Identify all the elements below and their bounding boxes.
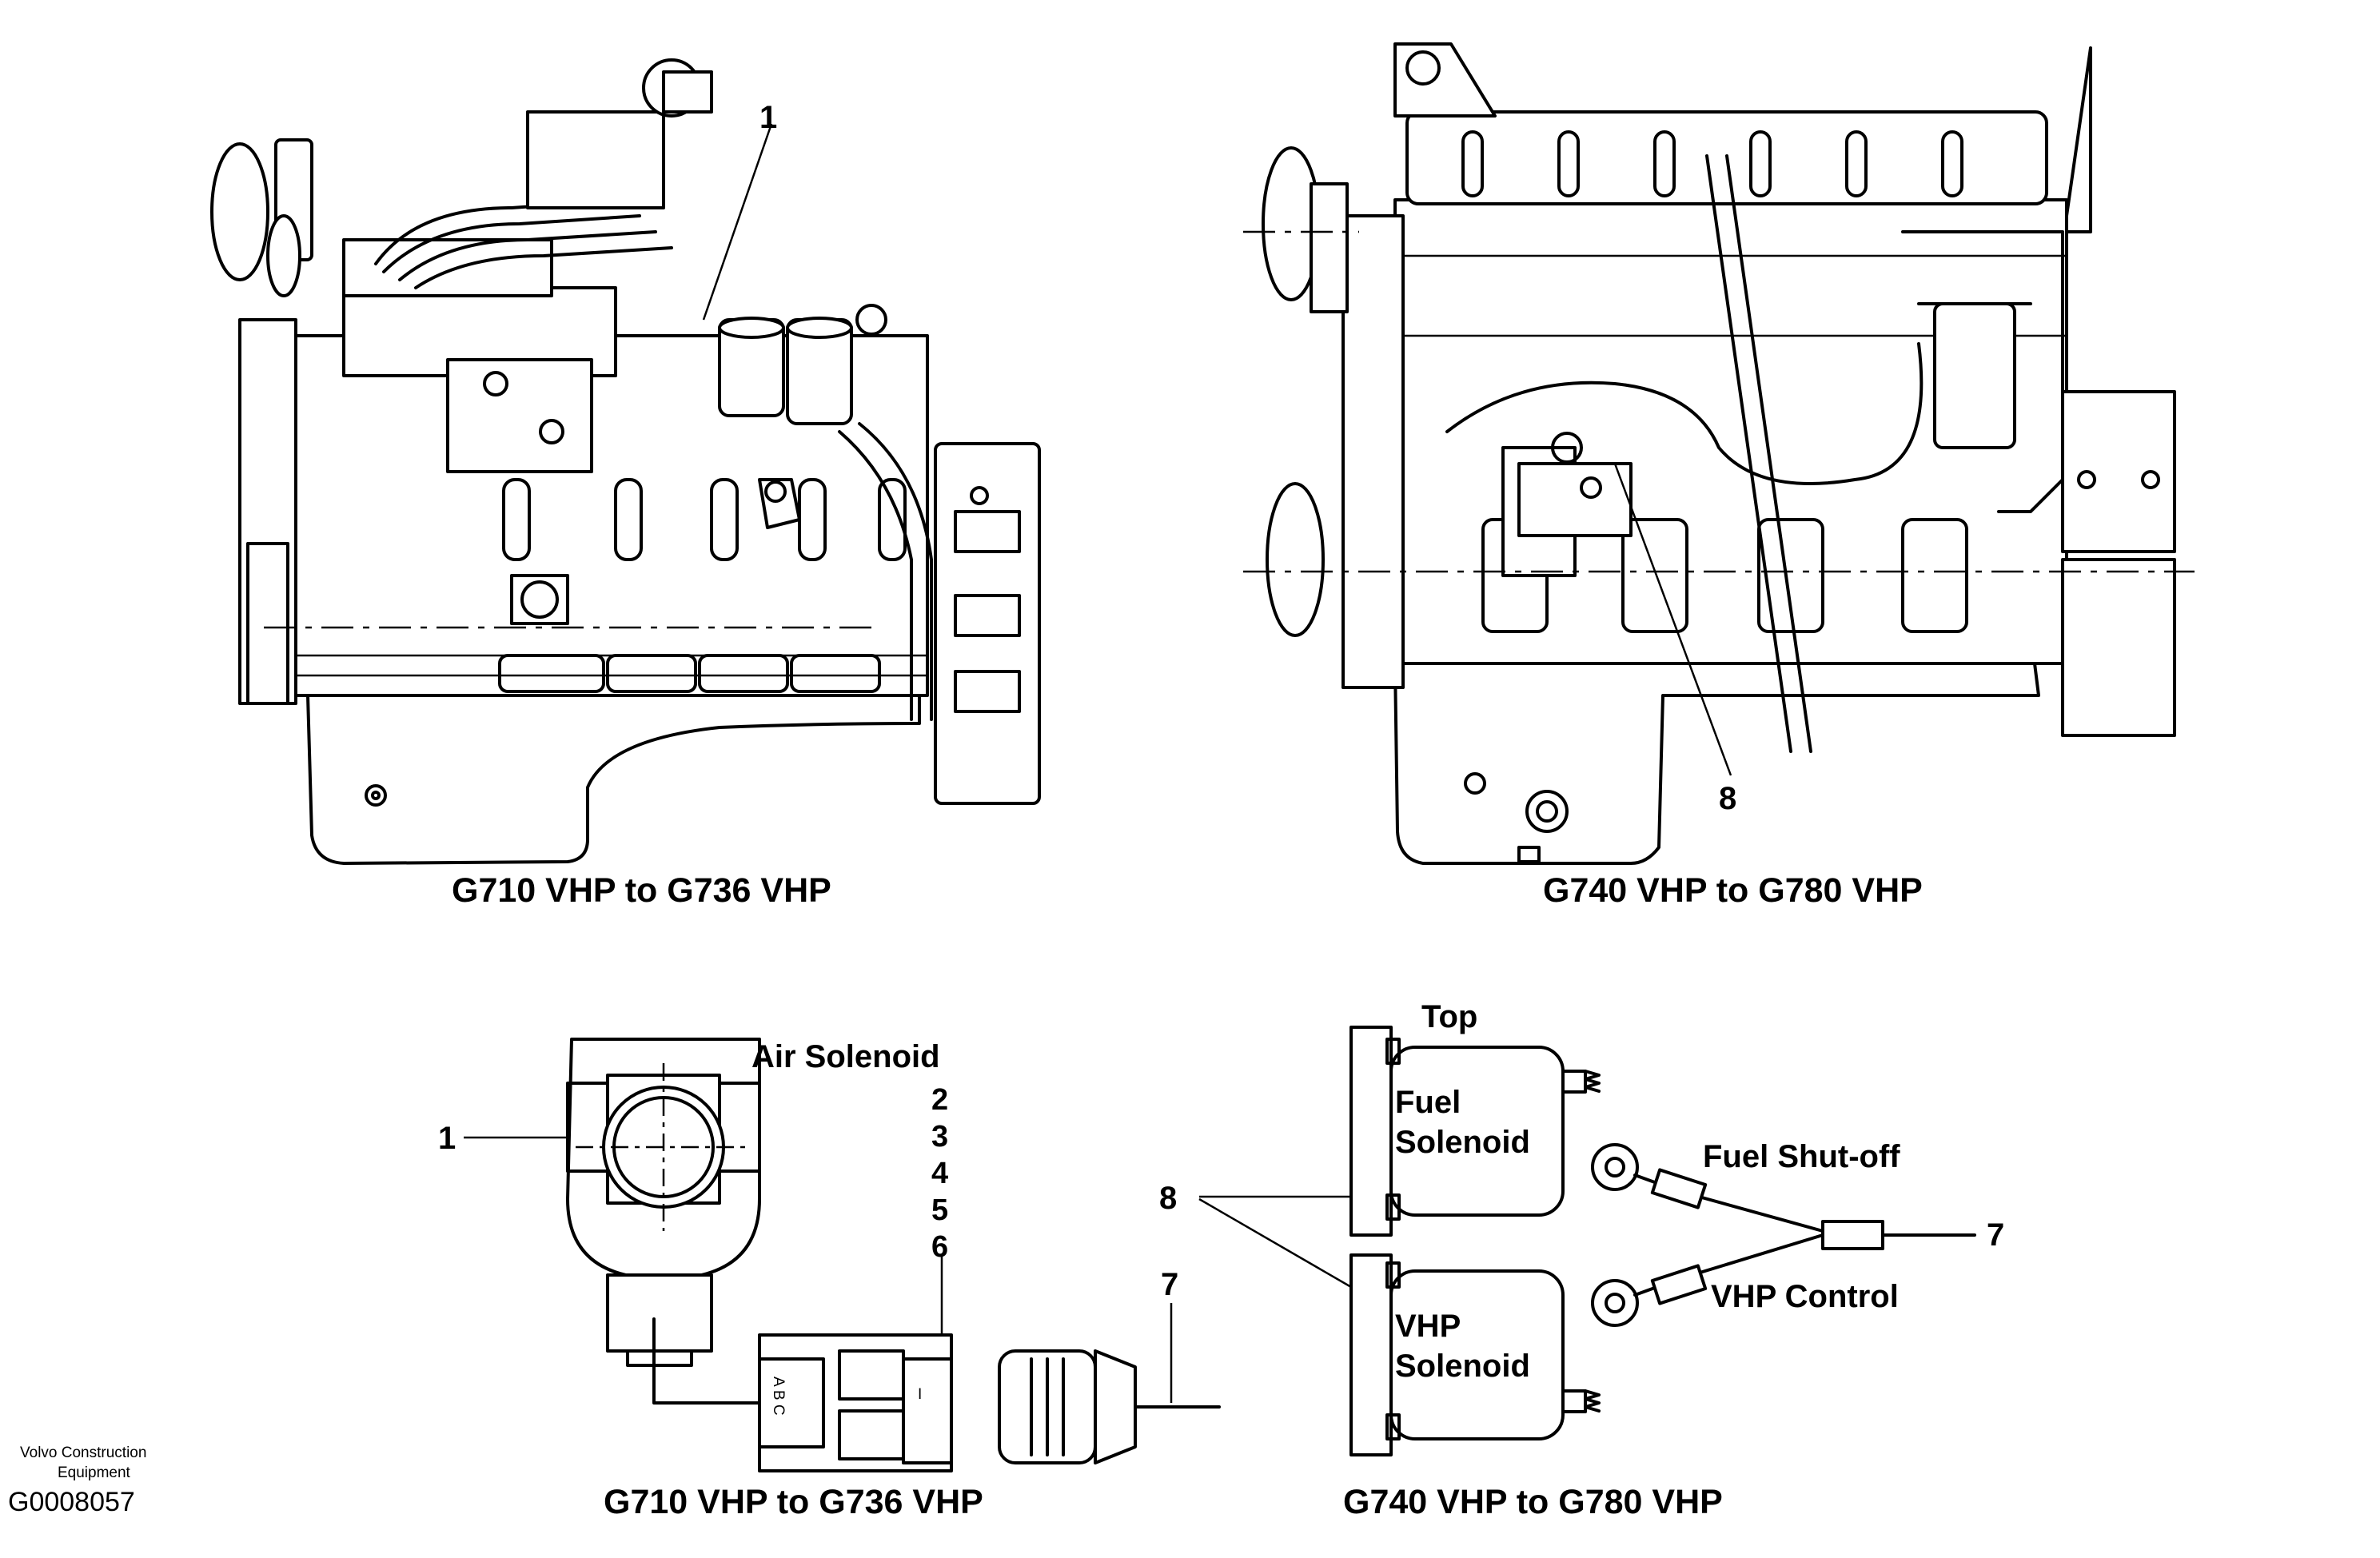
callout-1-bottom: 1: [438, 1121, 456, 1156]
caption-top-right: G740 VHP to G780 VHP: [1543, 871, 1923, 910]
caption-top-left: G710 VHP to G736 VHP: [452, 871, 831, 910]
callout-1-top: 1: [759, 100, 777, 135]
callout-8-top: 8: [1719, 781, 1736, 816]
air-solenoid-detail: A B C I: [464, 1038, 1221, 1472]
callout-7-bottom-left: 7: [1161, 1267, 1178, 1302]
figure-id: G0008057: [8, 1487, 135, 1517]
fuel-solenoid-label-line1: Fuel: [1395, 1085, 1461, 1120]
air-solenoid-on-engine: [718, 317, 853, 425]
connector-pin-letters: A B C: [770, 1377, 787, 1416]
callout-5: 5: [931, 1193, 948, 1227]
vhp-solenoid-label-line2: Solenoid: [1395, 1349, 1530, 1384]
crankcase-windows: [498, 654, 881, 693]
callout-3: 3: [931, 1120, 948, 1154]
callout-lines-top: [702, 123, 1732, 776]
fuel-solenoid-label-line2: Solenoid: [1395, 1125, 1530, 1160]
rocker-cover-ribs: [1461, 130, 1963, 197]
vhp-solenoid-label-line1: VHP: [1395, 1309, 1461, 1344]
fuel-shutoff-label: Fuel Shut-off: [1703, 1139, 1900, 1174]
callout-8-bottom: 8: [1159, 1181, 1177, 1216]
company-name-line2: Equipment: [58, 1464, 131, 1481]
connector-plug: A B C I: [758, 1333, 953, 1472]
caption-bottom-left: G710 VHP to G736 VHP: [604, 1483, 983, 1521]
top-label: Top: [1421, 999, 1477, 1034]
caption-bottom-right: G740 VHP to G780 VHP: [1343, 1483, 1723, 1521]
callout-6: 6: [931, 1230, 948, 1264]
mating-plug: [998, 1349, 1221, 1464]
vhp-control-label: VHP Control: [1711, 1279, 1899, 1314]
callout-7-bottom-right: 7: [1987, 1217, 2004, 1253]
engine-illustration-right: [1243, 42, 2195, 865]
callout-2: 2: [931, 1083, 948, 1117]
company-name-line1: Volvo Construction: [20, 1444, 146, 1461]
callout-4: 4: [931, 1157, 948, 1190]
connector-mark: I: [918, 1386, 922, 1403]
air-solenoid-label: Air Solenoid: [751, 1039, 940, 1074]
fuel-vhp-solenoid-detail: [1198, 1026, 1976, 1456]
fuel-vhp-solenoid-on-engine: [1501, 432, 1633, 577]
engine-illustration-left: [210, 58, 1041, 865]
